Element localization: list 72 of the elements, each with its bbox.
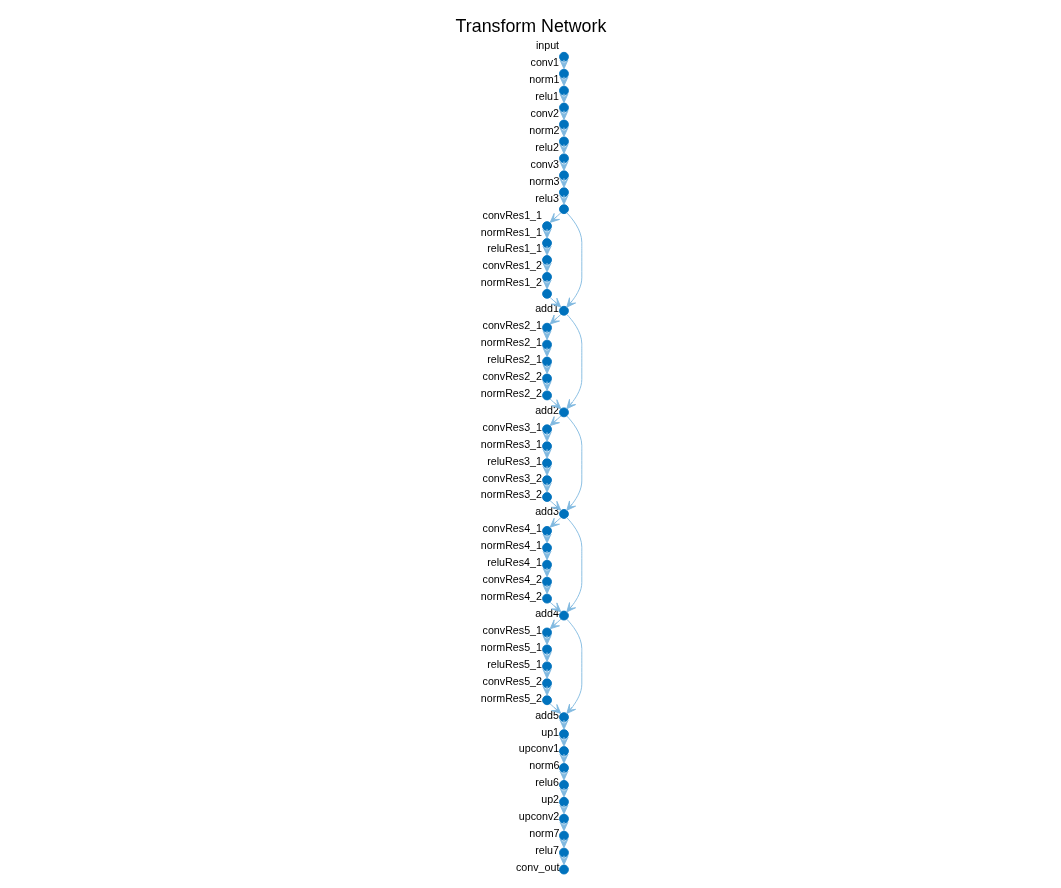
node-circle xyxy=(541,288,552,299)
node-label: normRes1_1 xyxy=(480,225,542,238)
arrow xyxy=(549,296,561,308)
arrow xyxy=(549,212,561,223)
node-label: relu6 xyxy=(534,776,559,789)
arrow xyxy=(549,415,561,427)
node-label: normRes4_2 xyxy=(480,590,542,603)
node-label: convRes5_2 xyxy=(482,674,542,687)
node-label: normRes4_1 xyxy=(480,539,542,552)
arrow xyxy=(549,618,561,630)
node-label: normRes1_2 xyxy=(480,276,542,289)
node-label: conv_out xyxy=(515,860,559,873)
node-label: normRes3_2 xyxy=(480,488,542,501)
node-circle xyxy=(558,864,569,875)
node-label: convRes3_1 xyxy=(482,420,542,433)
arrow xyxy=(565,618,582,714)
arrow xyxy=(565,313,582,410)
node-label: conv2 xyxy=(530,107,559,120)
node-label: add5 xyxy=(534,708,559,721)
node-label: add4 xyxy=(534,606,559,619)
node-circle xyxy=(558,305,569,316)
node-label: normRes5_2 xyxy=(480,691,542,704)
arrow xyxy=(549,398,561,410)
node-label: convRes1_1 xyxy=(482,208,542,221)
node-label: norm6 xyxy=(528,759,560,772)
node-label: add2 xyxy=(534,403,559,416)
node-circle xyxy=(541,492,552,502)
node-label: convRes3_2 xyxy=(482,471,542,484)
node-label: upconv1 xyxy=(518,742,559,755)
node-label: convRes1_2 xyxy=(482,259,542,272)
node-label: norm2 xyxy=(528,123,560,136)
node-label: relu2 xyxy=(534,140,559,153)
node-label: relu1 xyxy=(534,90,559,103)
node-circle xyxy=(541,593,552,604)
node-label: norm1 xyxy=(528,73,560,86)
node-label: conv3 xyxy=(530,157,559,170)
node-label: normRes3_1 xyxy=(480,437,542,450)
node-label: conv1 xyxy=(530,56,559,69)
node-label: input xyxy=(535,39,559,52)
node-label: convRes2_1 xyxy=(482,319,542,332)
node-label: reluRes1_1 xyxy=(486,242,542,255)
node-label: normRes5_1 xyxy=(480,640,542,653)
arrow xyxy=(565,415,582,511)
node-label: normRes2_2 xyxy=(480,386,542,399)
arrow xyxy=(549,517,561,528)
arrow xyxy=(549,313,561,325)
diagram-title: Transform Network xyxy=(455,15,606,36)
node-label: upconv2 xyxy=(518,810,559,823)
arrow xyxy=(549,601,561,613)
arrow xyxy=(549,703,561,714)
node-label: convRes4_1 xyxy=(482,522,542,535)
arrow xyxy=(565,517,582,613)
node-circle xyxy=(558,610,569,621)
node-label: norm7 xyxy=(528,827,560,840)
node-label: reluRes3_1 xyxy=(486,454,542,467)
node-label: relu3 xyxy=(534,191,559,204)
node-label: relu7 xyxy=(534,844,559,857)
node-label: up2 xyxy=(540,793,559,806)
node-label: reluRes4_1 xyxy=(486,556,542,569)
node-label: add3 xyxy=(534,505,559,518)
node-label: add1 xyxy=(534,302,559,315)
arrow xyxy=(565,212,582,308)
node-label: normRes2_1 xyxy=(480,336,542,349)
arrow xyxy=(549,500,561,511)
node-label: up1 xyxy=(540,725,559,738)
node-label: convRes5_1 xyxy=(482,623,542,636)
node-label: convRes4_2 xyxy=(482,573,542,586)
node-label: convRes2_2 xyxy=(482,369,542,382)
node-label: reluRes2_1 xyxy=(486,352,542,365)
node-label: norm3 xyxy=(528,174,560,187)
node-circle xyxy=(558,509,569,519)
node-label: reluRes5_1 xyxy=(486,657,542,670)
